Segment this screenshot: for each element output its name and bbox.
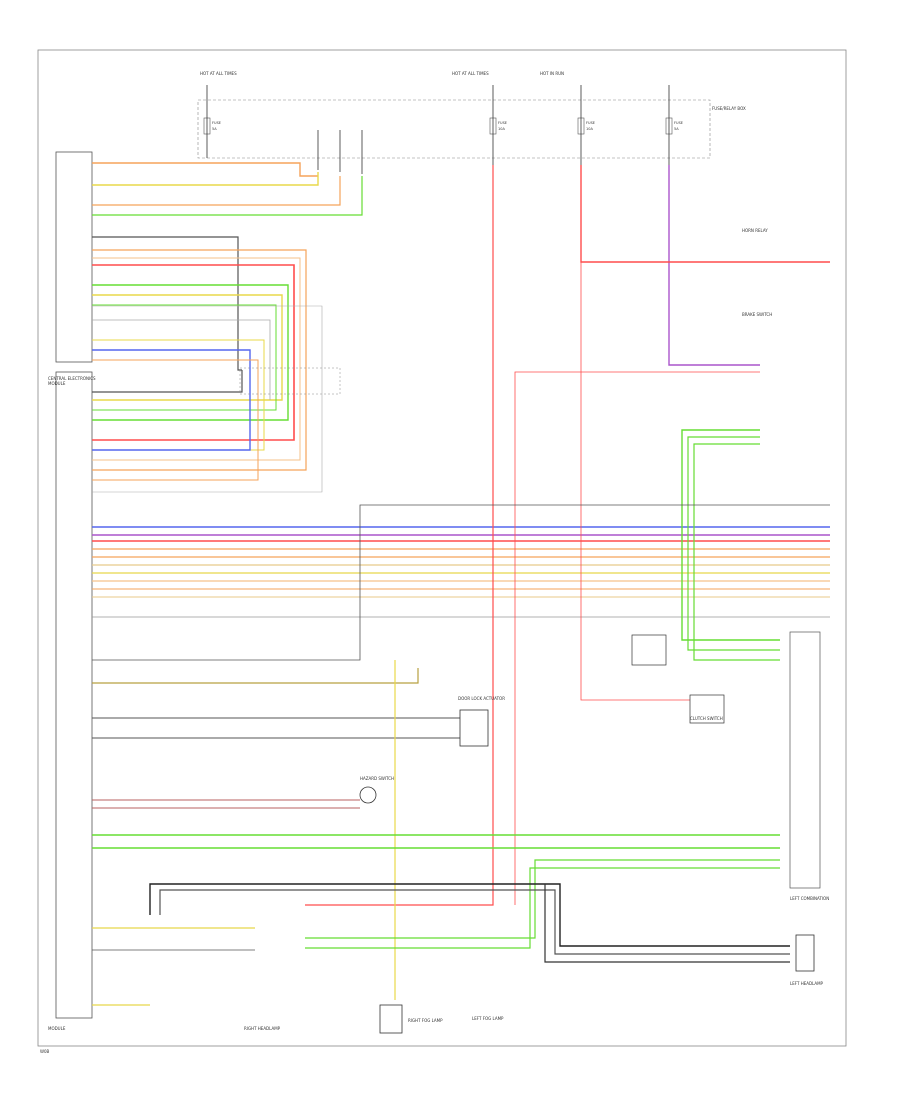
clutch-switch-label: CLUTCH SWITCH xyxy=(690,716,723,721)
fuse-1: FUSE 5A xyxy=(203,117,221,135)
module-label: CENTRAL ELECTRONICS xyxy=(48,376,96,381)
wire-right-red xyxy=(580,165,830,263)
wire-right-violet xyxy=(668,165,760,366)
fuse-2: FUSE 10A xyxy=(489,117,507,135)
wire-red-to-left-comb xyxy=(580,262,690,701)
hot-at-all-left-label: HOT AT ALL TIMES xyxy=(200,71,237,76)
wire-gray-right-loop xyxy=(92,305,323,493)
left-combination-label: LEFT COMBINATION xyxy=(790,896,829,901)
svg-text:FUSE: FUSE xyxy=(674,121,683,125)
wire-top-orange xyxy=(92,162,318,177)
fuse-3: FUSE 10A xyxy=(577,117,595,135)
footer-code: W0B xyxy=(40,1049,50,1054)
svg-text:FUSE: FUSE xyxy=(498,121,507,125)
wire-low-green-4 xyxy=(305,867,780,949)
wire-bundle-gray-3 xyxy=(92,370,243,393)
right-combination-box xyxy=(789,631,821,889)
fuse-relay-box xyxy=(197,99,711,159)
svg-text:10A: 10A xyxy=(586,127,593,131)
horn-relay-label: HORN RELAY xyxy=(742,228,768,233)
wire-bundle-gray-2 xyxy=(92,319,271,400)
svg-text:5A: 5A xyxy=(212,127,217,131)
wire-lower-yellow xyxy=(92,668,419,684)
relay-box-right xyxy=(631,634,667,666)
central-module-box xyxy=(55,151,93,363)
wire-top-yellow xyxy=(92,172,319,186)
module-sub-label: MODULE xyxy=(48,381,66,386)
dimmer-switch xyxy=(379,1004,403,1034)
wire-bundle-orange-1 xyxy=(92,249,307,471)
wire-black-2 xyxy=(159,889,790,955)
svg-text:10A: 10A xyxy=(498,127,505,131)
junction-connector xyxy=(239,367,341,395)
fuse-4: FUSE 5A xyxy=(665,117,683,135)
wire-top-green xyxy=(92,176,363,216)
door-lock-actuator xyxy=(459,709,489,747)
wire-mid-red xyxy=(514,371,760,905)
wire-bundle-red xyxy=(92,264,295,441)
hazard-switch-label: HAZARD SWITCH xyxy=(360,776,394,781)
svg-text:FUSE: FUSE xyxy=(586,121,595,125)
wire-bundle-green-2 xyxy=(92,304,277,411)
wire-bundle-orange-3 xyxy=(92,359,259,481)
wire-center-red xyxy=(305,165,494,906)
left-headlamp xyxy=(795,934,815,972)
left-fog-lamp-label: LEFT FOG LAMP xyxy=(472,1016,504,1021)
diagram-frame xyxy=(37,49,847,1047)
clutch-switch-box xyxy=(689,694,725,724)
wire-bundle-blue xyxy=(92,349,251,451)
wire-low-green-3 xyxy=(305,859,780,939)
left-module-box xyxy=(55,371,93,1019)
wire-right-green-2 xyxy=(687,436,780,651)
wire-top-tan xyxy=(92,176,341,206)
wire-right-green-3 xyxy=(693,443,780,661)
wire-right-green-1 xyxy=(681,429,780,641)
wire-black-3 xyxy=(544,884,790,963)
wire-black-1 xyxy=(149,883,790,947)
svg-text:5A: 5A xyxy=(674,127,679,131)
left-headlamp-label: LEFT HEADLAMP xyxy=(790,981,824,986)
wire-bundle-green-1 xyxy=(92,284,289,421)
wire-bundle-yellow-1 xyxy=(92,294,283,401)
door-lock-actuator-label: DOOR LOCK ACTUATOR xyxy=(458,696,505,701)
brake-switch-label: BRAKE SWITCH xyxy=(742,312,772,317)
right-headlamp-label: RIGHT HEADLAMP xyxy=(244,1026,281,1031)
hot-in-run-label: HOT IN RUN xyxy=(540,71,564,76)
power-dist-label: FUSE/RELAY BOX xyxy=(712,106,746,111)
hot-at-all-right-label: HOT AT ALL TIMES xyxy=(452,71,489,76)
right-fog-lamp-label: RIGHT FOG LAMP xyxy=(408,1018,443,1023)
hazard-switch xyxy=(359,786,377,804)
svg-text:FUSE: FUSE xyxy=(212,121,221,125)
wire-lower-dark xyxy=(92,504,830,661)
module-bottom-label: MODULE xyxy=(48,1026,66,1031)
wire-bundle-orange-2 xyxy=(92,257,301,461)
